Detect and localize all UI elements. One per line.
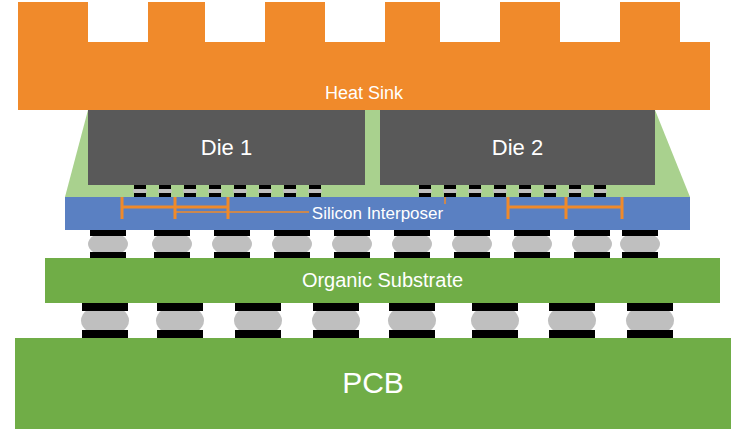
bond-pad — [594, 193, 606, 197]
bond-pad — [444, 193, 456, 197]
bond-pad — [469, 193, 481, 197]
bond-pad — [274, 230, 310, 236]
bond-pad — [569, 185, 581, 189]
bond-pad — [549, 330, 595, 338]
bond-pad — [184, 185, 196, 189]
pcb-label: PCB — [342, 366, 404, 401]
bond-pad — [154, 230, 190, 236]
die-label: Die 1 — [201, 135, 252, 160]
bond-pad — [544, 185, 556, 189]
bond-pad — [544, 193, 556, 197]
bond-pad — [334, 230, 370, 236]
bond-pad — [159, 185, 171, 189]
bond-pad — [444, 185, 456, 189]
bond-pad — [209, 185, 221, 189]
bond-pad — [134, 193, 146, 197]
underfill — [65, 110, 690, 197]
bond-pad — [309, 185, 321, 189]
bond-pad — [394, 230, 430, 236]
bond-pad — [157, 330, 203, 338]
bond-pad — [574, 230, 610, 236]
bond-pad — [284, 193, 296, 197]
bond-pad — [184, 193, 196, 197]
bond-pad — [82, 303, 128, 311]
bond-pad — [313, 303, 359, 311]
bond-pad — [235, 303, 281, 311]
die-box: Die 2 — [380, 110, 655, 185]
bond-pad — [234, 185, 246, 189]
heat-sink-box: Heat Sink — [18, 42, 710, 110]
organic-substrate-label: Organic Substrate — [302, 269, 463, 292]
bond-pad — [134, 185, 146, 189]
bond-pad — [234, 193, 246, 197]
bond-pad — [90, 230, 126, 236]
bond-pad — [514, 230, 550, 236]
bond-pad — [622, 230, 658, 236]
bond-pad — [419, 193, 431, 197]
bond-pad — [472, 330, 518, 338]
bond-pad — [569, 193, 581, 197]
bond-pad — [419, 185, 431, 189]
bond-pad — [82, 330, 128, 338]
bond-pad — [549, 303, 595, 311]
bond-pad — [472, 303, 518, 311]
bond-pad — [284, 185, 296, 189]
bond-pad — [313, 330, 359, 338]
bond-pad — [594, 185, 606, 189]
silicon-interposer-label: Silicon Interposer — [309, 204, 446, 224]
organic-substrate-box: Organic Substrate — [45, 258, 720, 303]
bond-pad — [627, 303, 673, 311]
interposer-body — [65, 197, 690, 230]
bond-pad — [454, 230, 490, 236]
bond-pad — [519, 185, 531, 189]
bond-pad — [519, 193, 531, 197]
silicon-interposer-box: Silicon Interposer — [65, 197, 690, 230]
bond-pad — [627, 330, 673, 338]
bond-pad — [259, 185, 271, 189]
heat-sink-label: Heat Sink — [325, 83, 403, 104]
bond-pad — [469, 185, 481, 189]
bond-pad — [494, 193, 506, 197]
bond-pad — [214, 230, 250, 236]
die-label: Die 2 — [492, 135, 543, 160]
bond-pad — [389, 303, 435, 311]
die-box: Die 1 — [88, 110, 365, 185]
bond-pad — [235, 330, 281, 338]
bond-pad — [159, 193, 171, 197]
bond-pad — [389, 330, 435, 338]
bond-pad — [494, 185, 506, 189]
pcb-box: PCB — [15, 338, 731, 429]
bond-pad — [209, 193, 221, 197]
bond-pad — [259, 193, 271, 197]
bond-pad — [157, 303, 203, 311]
bond-pad — [309, 193, 321, 197]
